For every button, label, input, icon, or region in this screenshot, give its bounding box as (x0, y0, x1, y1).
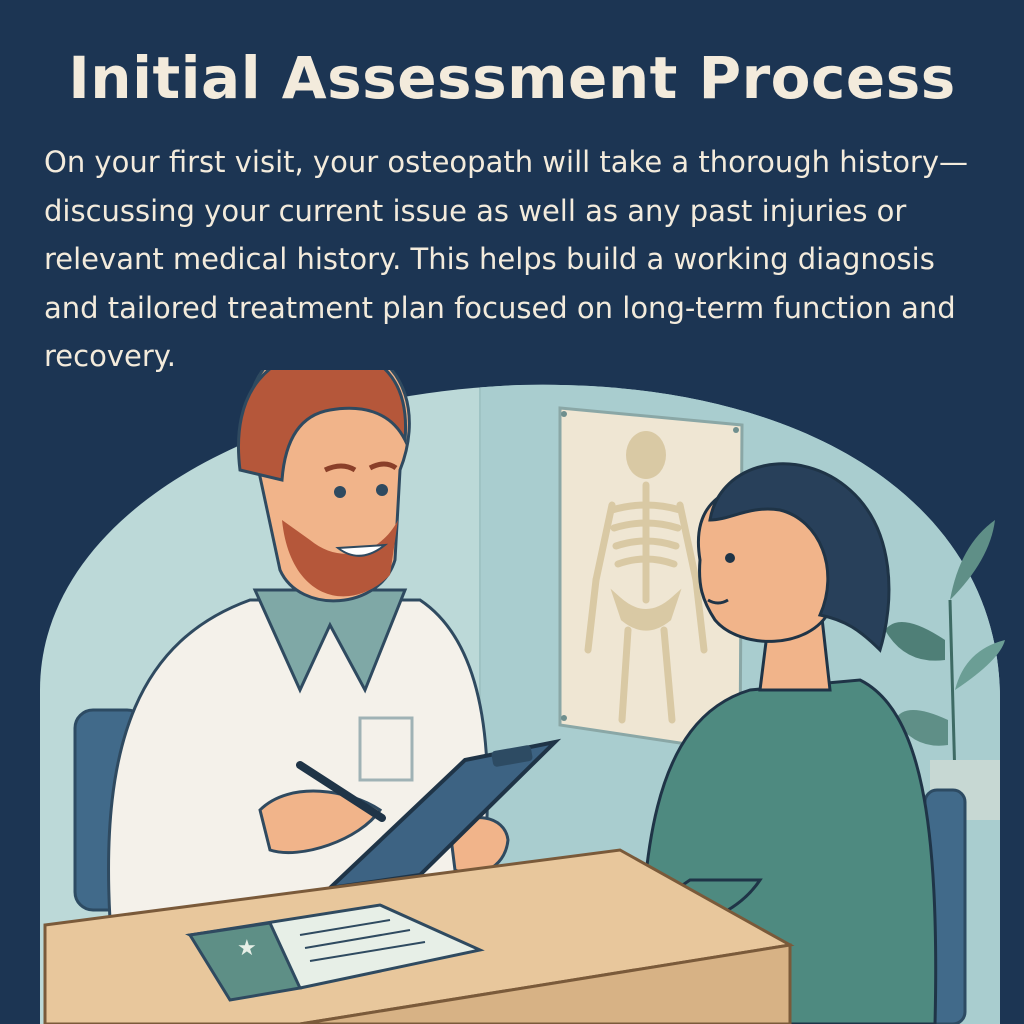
document: ★ (185, 903, 485, 1002)
pen (296, 761, 386, 822)
intro-paragraph: On your first visit, your osteopath will… (44, 145, 969, 373)
star-icon: ★ (237, 936, 257, 961)
osteopath-figure (107, 370, 510, 922)
consultation-illustration: ★ (40, 370, 1005, 1024)
skeleton-poster (558, 406, 744, 754)
page-title: Initial Assessment Process (68, 44, 956, 112)
skeleton-icon (584, 431, 708, 724)
